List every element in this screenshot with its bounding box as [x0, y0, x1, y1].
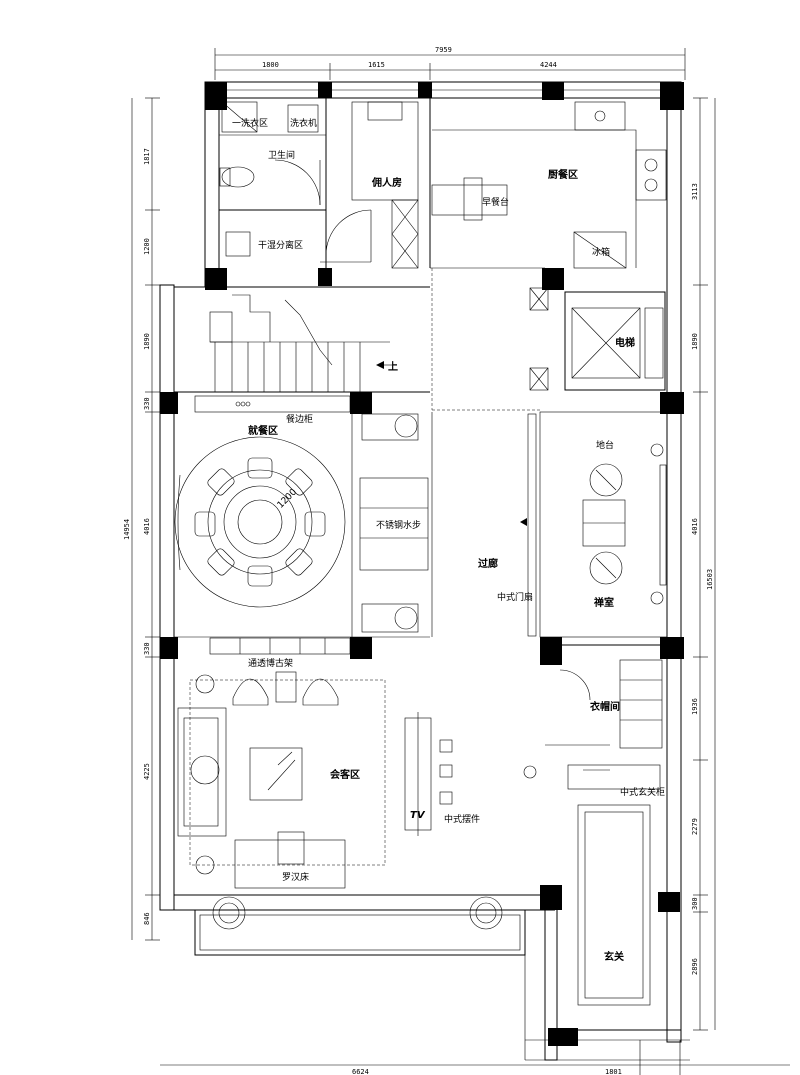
dim-left-8: 846	[143, 912, 151, 925]
cloakroom: 衣帽间	[545, 644, 667, 749]
dim-right-5: 2279	[691, 818, 699, 835]
dining-area: 餐边柜 就餐区 1200	[174, 391, 430, 608]
label-chinese-cabinet: 中式玄关柜	[620, 786, 665, 798]
dim-left-5: 4016	[143, 518, 151, 535]
label-water-feature: 不锈钢水步	[376, 519, 421, 531]
label-washer: 洗衣机	[290, 117, 317, 129]
foyer: 中式玄关柜 玄关	[567, 764, 665, 1006]
water-feature: 不锈钢水步	[174, 412, 433, 638]
dim-right-3: 4016	[691, 518, 699, 535]
dim-right-2: 1890	[691, 333, 699, 350]
dim-bottom-right: 1801	[605, 1068, 622, 1075]
label-bathroom: 卫生间	[268, 149, 295, 161]
dim-top-1: 1800	[262, 61, 279, 69]
kitchen: 早餐台 厨餐区 冰箱	[430, 101, 667, 410]
label-sideboard: 餐边柜	[286, 413, 313, 425]
left-dimension: 14954 1817 1200 1890 330 4016 330 4225 8…	[123, 97, 160, 941]
elevator: 电梯	[529, 287, 666, 391]
label-round-table: 1200	[276, 487, 299, 510]
top-dimension: 7959 1800 1615 4244	[214, 46, 686, 80]
dim-top-total: 7959	[435, 46, 452, 54]
dim-top-2: 1615	[368, 61, 385, 69]
label-tea-table: 地台	[596, 439, 614, 451]
dim-left-3: 1890	[143, 333, 151, 350]
dim-left-1: 1817	[143, 148, 151, 165]
corridor: 过廊 中式门扇	[432, 409, 540, 637]
dim-left-total: 14954	[123, 519, 131, 540]
zen-room: 地台 禅室	[539, 411, 668, 638]
dim-left-6: 330	[143, 642, 151, 655]
label-chinese-door: 中式门扇	[497, 591, 533, 603]
dim-bottom-left: 6624	[352, 1068, 369, 1075]
label-stairs-up: 上	[388, 360, 398, 373]
dim-right-6: 300	[691, 897, 699, 910]
label-decor: 中式摆件	[444, 813, 480, 825]
label-dry-wet-area: 干湿分离区	[258, 239, 303, 251]
label-cloakroom: 衣帽间	[590, 700, 620, 713]
dim-left-2: 1200	[143, 238, 151, 255]
label-tv: TV	[410, 810, 426, 821]
dim-top-3: 4244	[540, 61, 557, 69]
label-elevator: 电梯	[615, 336, 635, 349]
label-corridor: 过廊	[478, 557, 498, 570]
dim-right-4: 1936	[691, 698, 699, 715]
living-area: 通透博古架 会客区 TV 中式摆件 罗汉床	[177, 637, 537, 889]
label-bar-counter: 早餐台	[482, 196, 509, 208]
structural-columns	[160, 82, 684, 1046]
label-kitchen: 厨餐区	[548, 168, 578, 181]
label-wash-area: 一洗衣区	[232, 117, 268, 129]
label-dining: 就餐区	[248, 424, 278, 437]
dim-left-7: 4225	[143, 763, 151, 780]
bathroom-block: 一洗衣区 洗衣机 卫生间 干湿分离区	[218, 98, 372, 270]
terrace-plants	[212, 896, 503, 930]
label-foyer: 玄关	[604, 950, 624, 963]
label-fridge: 冰箱	[592, 246, 610, 258]
label-maid-room: 佣人房	[371, 176, 402, 189]
exterior-walls	[159, 81, 690, 1075]
bottom-dimension: 6624 1801	[160, 1064, 790, 1075]
dim-right-7: 2896	[691, 958, 699, 975]
label-living: 会客区	[330, 768, 360, 781]
dim-right-total: 16503	[706, 569, 714, 590]
label-zen-room: 禅室	[593, 596, 614, 609]
dim-right-1: 3113	[691, 183, 699, 200]
dim-left-4: 330	[143, 397, 151, 410]
maid-room: 佣人房	[351, 98, 431, 269]
label-antique-shelf: 通透博古架	[248, 657, 293, 669]
stairs: 上	[174, 286, 430, 392]
label-luohan-bed: 罗汉床	[282, 871, 309, 883]
right-dimension: 16503 3113 1890 4016 1936 2279 300 2896	[691, 97, 716, 1031]
